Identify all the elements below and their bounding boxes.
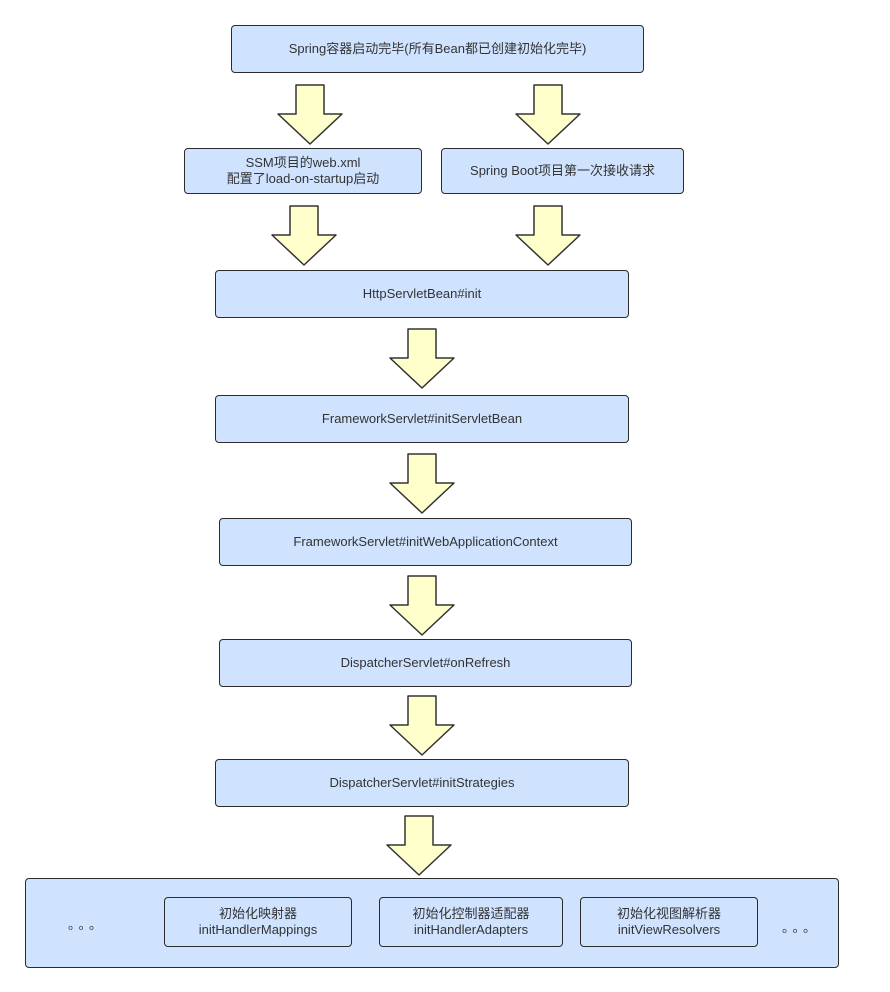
init-servlet-bean-box: FrameworkServlet#initServletBean <box>215 395 629 443</box>
strategy-item-handler-mappings: 初始化映射器 initHandlerMappings <box>164 897 352 947</box>
spring-container-started-label: Spring容器启动完毕(所有Bean都已创建初始化完毕) <box>288 41 587 56</box>
arrow-down-icon <box>277 84 343 145</box>
on-refresh-box: DispatcherServlet#onRefresh <box>219 639 632 687</box>
ssm-label-line1: SSM项目的web.xml <box>245 155 361 170</box>
strategy-item-handler-adapters: 初始化控制器适配器 initHandlerAdapters <box>379 897 563 947</box>
arrow-down-icon <box>515 205 581 266</box>
strategy-item-method: initHandlerAdapters <box>413 922 529 937</box>
init-web-app-context-box: FrameworkServlet#initWebApplicationConte… <box>219 518 632 566</box>
arrow-down-icon <box>389 575 455 636</box>
strategy-item-method: initViewResolvers <box>617 922 721 937</box>
arrow-down-icon <box>389 453 455 514</box>
strategy-item-view-resolvers: 初始化视图解析器 initViewResolvers <box>580 897 758 947</box>
spring-boot-first-request-box: Spring Boot项目第一次接收请求 <box>441 148 684 194</box>
spring-container-started-box: Spring容器启动完毕(所有Bean都已创建初始化完毕) <box>231 25 644 73</box>
arrow-down-icon <box>386 815 452 876</box>
strategy-item-title: 初始化视图解析器 <box>616 906 721 921</box>
ssm-load-on-startup-box: SSM项目的web.xml 配置了load-on-startup启动 <box>184 148 422 194</box>
arrow-down-icon <box>515 84 581 145</box>
strategy-item-title: 初始化映射器 <box>218 906 297 921</box>
spring-boot-label: Spring Boot项目第一次接收请求 <box>470 163 655 178</box>
init-strategies-label: DispatcherServlet#initStrategies <box>329 775 515 790</box>
arrow-down-icon <box>389 328 455 389</box>
init-servlet-bean-label: FrameworkServlet#initServletBean <box>321 411 523 426</box>
arrow-down-icon <box>389 695 455 756</box>
ssm-label-line2: 配置了load-on-startup启动 <box>226 171 380 186</box>
ellipsis-right: 。。。 <box>782 920 821 935</box>
http-servlet-bean-init-box: HttpServletBean#init <box>215 270 629 318</box>
on-refresh-label: DispatcherServlet#onRefresh <box>340 655 511 670</box>
strategy-item-title: 初始化控制器适配器 <box>412 906 530 921</box>
init-strategies-box: DispatcherServlet#initStrategies <box>215 759 629 807</box>
init-web-app-context-label: FrameworkServlet#initWebApplicationConte… <box>293 534 558 549</box>
http-servlet-bean-init-label: HttpServletBean#init <box>362 286 482 301</box>
arrow-down-icon <box>271 205 337 266</box>
ellipsis-left: 。。。 <box>68 917 107 932</box>
strategy-item-method: initHandlerMappings <box>198 922 318 937</box>
